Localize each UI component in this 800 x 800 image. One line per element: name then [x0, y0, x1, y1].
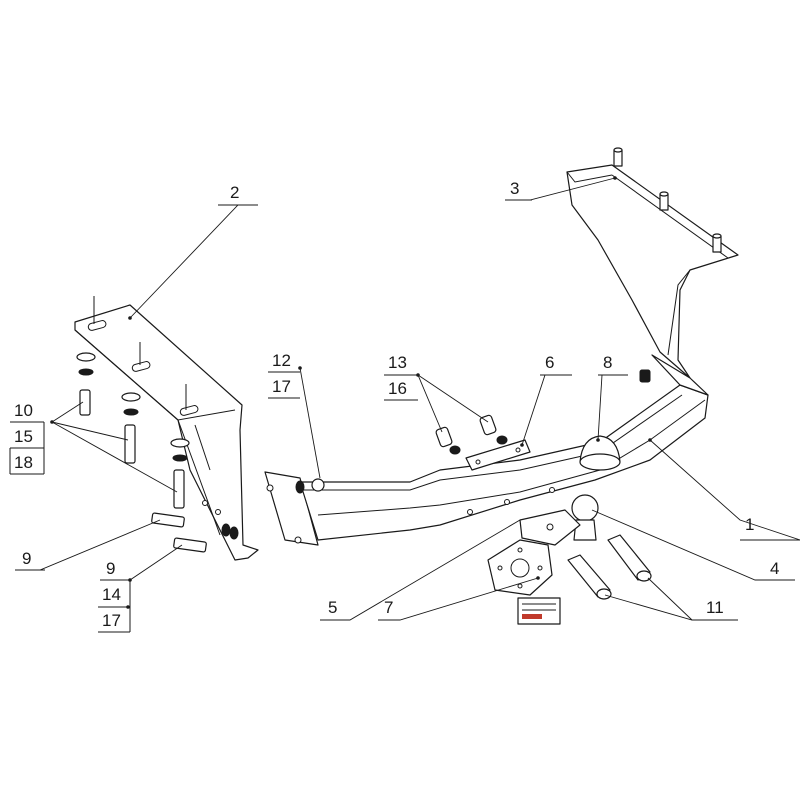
part-8-ball-cover: [579, 435, 621, 471]
part-11-spacers: [567, 534, 652, 600]
part-6-plate: [435, 414, 531, 471]
left-hardware-stack: [76, 352, 190, 509]
leader-dots: [50, 176, 652, 609]
part-7-socket-plate: [487, 539, 561, 625]
part-3-right-bracket: [566, 147, 739, 383]
callout-17a: 17: [272, 377, 291, 396]
callout-6: 6: [545, 353, 554, 372]
part-1-cross-beam: [264, 354, 709, 546]
callout-8: 8: [603, 353, 612, 372]
callout-13: 13: [388, 353, 407, 372]
part-4-tow-ball: [519, 494, 599, 546]
callout-18: 18: [14, 453, 33, 472]
callout-1: 1: [745, 515, 754, 534]
callout-4: 4: [770, 559, 779, 578]
callout-16: 16: [388, 379, 407, 398]
callout-3: 3: [510, 179, 519, 198]
callout-15: 15: [14, 427, 33, 446]
callout-10: 10: [14, 401, 33, 420]
callout-9a: 9: [22, 549, 31, 568]
callout-2: 2: [230, 183, 239, 202]
callout-labels: 2 3 12 17 13 16 6 8 10 15 18 1 9 9 14 17: [9, 179, 779, 633]
part-2-left-bracket: [74, 296, 259, 561]
plate-logo-mark: [522, 614, 542, 619]
callout-5: 5: [328, 598, 337, 617]
callout-11: 11: [706, 598, 724, 617]
callout-12: 12: [272, 351, 291, 370]
callout-14: 14: [102, 585, 121, 604]
callout-7: 7: [384, 598, 393, 617]
part-9-bolts: [151, 512, 239, 553]
callout-9b: 9: [106, 559, 115, 578]
callout-17b: 17: [102, 611, 121, 630]
